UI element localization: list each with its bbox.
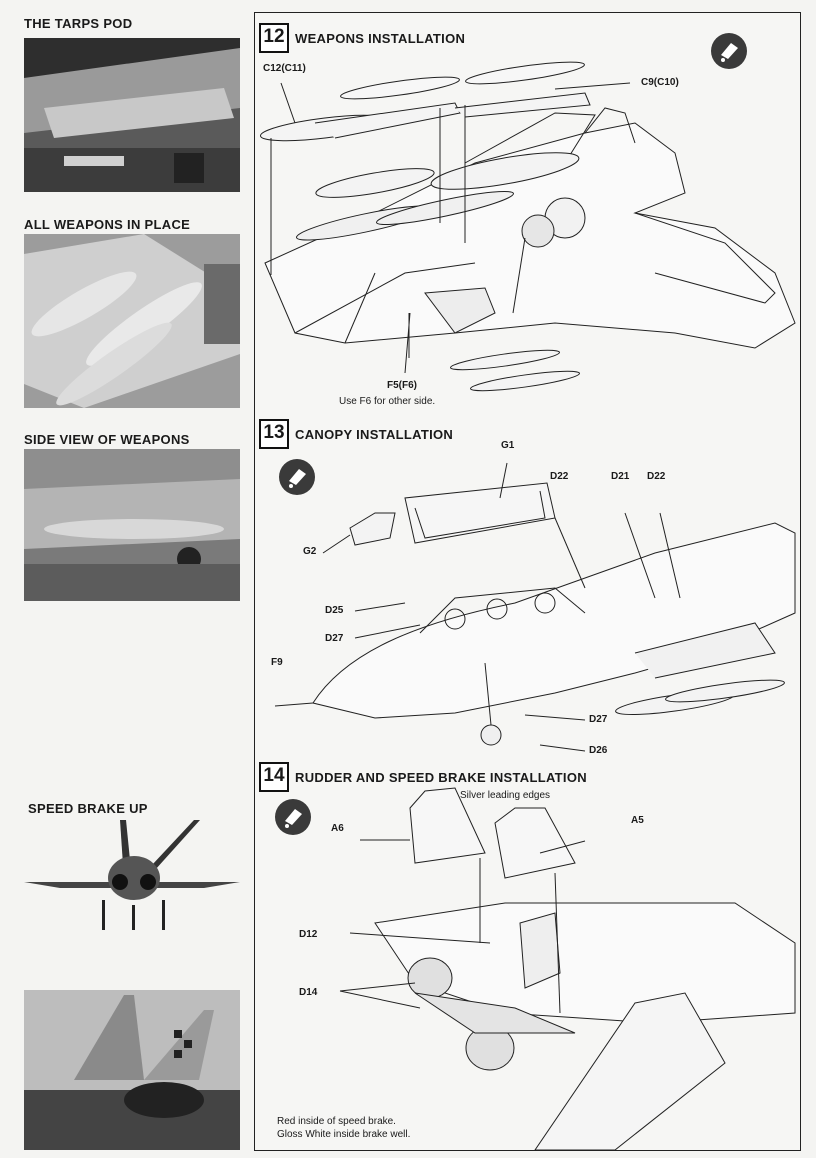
- part-label-d27-lower: D27: [589, 714, 608, 725]
- step14-drawing: [339, 787, 796, 1150]
- photo-side-view: [24, 449, 240, 601]
- photo-tail: [24, 990, 240, 1150]
- step-14-note-white: Gloss White inside brake well.: [277, 1129, 411, 1140]
- part-label-g2: G2: [303, 546, 317, 557]
- part-label-d12: D12: [299, 929, 318, 940]
- assembly-drawings: [259, 61, 796, 1150]
- photo-caption-speed-brake: SPEED BRAKE UP: [28, 801, 148, 816]
- cement-tube-icon: [279, 459, 315, 495]
- step-13-number: 13: [259, 419, 289, 449]
- part-label-f9: F9: [271, 657, 283, 668]
- part-label-a6: A6: [331, 823, 344, 834]
- step-12-header: 12 WEAPONS INSTALLATION: [259, 23, 465, 53]
- step-14-note-red: Red inside of speed brake.: [277, 1116, 396, 1127]
- part-label-d26: D26: [589, 745, 608, 756]
- cement-tube-icon: [711, 33, 747, 69]
- step-12-title: WEAPONS INSTALLATION: [295, 30, 466, 46]
- step-13-header: 13 CANOPY INSTALLATION: [259, 419, 453, 449]
- part-label-f5: F5(F6): [387, 380, 417, 391]
- step-12-number: 12: [259, 23, 289, 53]
- part-label-d27-upper: D27: [325, 633, 344, 644]
- step-14-title: RUDDER AND SPEED BRAKE INSTALLATION: [295, 769, 587, 785]
- step-12-note: Use F6 for other side.: [339, 396, 436, 407]
- step13-drawing: [274, 482, 796, 746]
- part-label-d22-right: D22: [647, 471, 666, 482]
- part-label-d25: D25: [325, 605, 344, 616]
- part-label-d22-left: D22: [550, 471, 569, 482]
- step-14-number: 14: [259, 762, 289, 792]
- part-label-d14: D14: [299, 987, 318, 998]
- part-label-c12: C12(C11): [263, 63, 306, 74]
- photo-tarps-pod: [24, 38, 240, 192]
- step-14-note-silver: Silver leading edges: [460, 790, 551, 801]
- step-13-title: CANOPY INSTALLATION: [295, 426, 454, 442]
- part-label-g1: G1: [501, 440, 515, 451]
- part-label-c9: C9(C10): [641, 77, 679, 88]
- photo-caption-side-view: SIDE VIEW OF WEAPONS: [24, 432, 190, 447]
- cement-tube-icon: [275, 799, 311, 835]
- part-label-d21: D21: [611, 471, 630, 482]
- step12-drawing: [259, 61, 796, 392]
- step-14-header: 14 RUDDER AND SPEED BRAKE INSTALLATION: [259, 762, 587, 792]
- part-label-a5: A5: [631, 815, 644, 826]
- photo-caption-tarps-pod: THE TARPS POD: [24, 16, 133, 31]
- photo-caption-all-weapons: ALL WEAPONS IN PLACE: [24, 217, 191, 232]
- photo-all-weapons: [24, 234, 240, 408]
- photo-speed-brake-up: [24, 820, 240, 940]
- instruction-panel: 12 WEAPONS INSTALLATION C12(C11) C9(C10)…: [254, 12, 801, 1151]
